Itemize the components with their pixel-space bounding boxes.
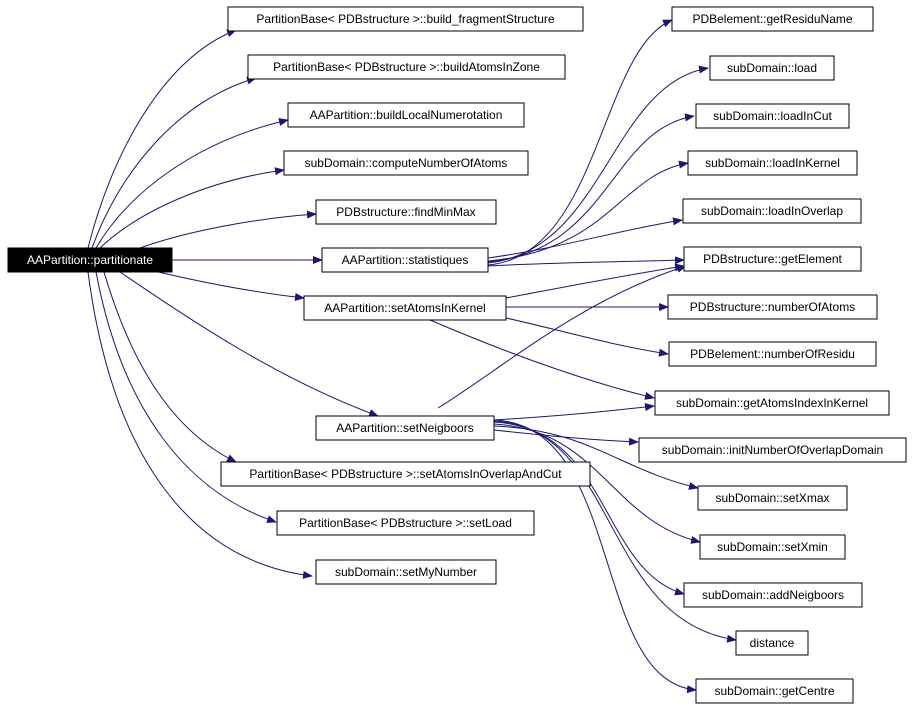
svg-text:AAPartition::statistiques: AAPartition::statistiques [342, 253, 469, 267]
svg-text:PartitionBase< PDBstructure >:: PartitionBase< PDBstructure >::setAtomsI… [249, 467, 562, 481]
svg-text:subDomain::loadInCut: subDomain::loadInCut [713, 109, 832, 123]
svg-text:subDomain::addNeigboors: subDomain::addNeigboors [702, 588, 844, 602]
node-load-in-overlap[interactable]: subDomain::loadInOverlap [682, 198, 862, 224]
edge-root-build-atoms-in-zone [91, 76, 257, 249]
node-find-min-max[interactable]: PDBstructure::findMinMax [315, 199, 497, 225]
svg-text:PDBstructure::getElement: PDBstructure::getElement [703, 252, 842, 266]
svg-text:distance: distance [750, 636, 795, 650]
svg-text:subDomain::setXmin: subDomain::setXmin [717, 540, 828, 554]
edges [87, 19, 737, 694]
node-root[interactable]: AAPartition::partitionate [7, 247, 173, 273]
svg-text:subDomain::loadInOverlap: subDomain::loadInOverlap [701, 204, 843, 218]
svg-text:subDomain::getAtomsIndexInKern: subDomain::getAtomsIndexInKernel [676, 396, 868, 410]
svg-text:AAPartition::partitionate: AAPartition::partitionate [27, 253, 153, 267]
edge-root-find-min-max [139, 210, 317, 249]
svg-text:AAPartition::setAtomsInKernel: AAPartition::setAtomsInKernel [324, 301, 485, 315]
edge-neigboors-distance [493, 420, 737, 643]
edge-root-build-local-num [95, 118, 289, 249]
edge-root-set-load [95, 271, 277, 523]
node-set-neigboors[interactable]: AAPartition::setNeigboors [315, 415, 495, 441]
svg-text:PartitionBase< PDBstructure >:: PartitionBase< PDBstructure >::build_fra… [256, 12, 554, 26]
node-build-local-num[interactable]: AAPartition::buildLocalNumerotation [287, 102, 525, 128]
edge-statistiques-load-in-overlap [487, 217, 683, 259]
node-set-atoms-in-kernel[interactable]: AAPartition::setAtomsInKernel [303, 295, 507, 321]
node-number-of-atoms[interactable]: PDBstructure::numberOfAtoms [667, 294, 878, 320]
edge-neigboors-init-number-overlap [493, 429, 639, 446]
node-load-in-cut[interactable]: subDomain::loadInCut [695, 103, 850, 129]
svg-text:subDomain::setMyNumber: subDomain::setMyNumber [335, 565, 477, 579]
node-load[interactable]: subDomain::load [709, 55, 835, 81]
node-set-xmin[interactable]: subDomain::setXmin [699, 534, 846, 560]
edge-statistiques-get-element [487, 256, 685, 267]
svg-text:subDomain::getCentre: subDomain::getCentre [714, 684, 834, 698]
edge-kernel-number-of-residu [505, 317, 669, 357]
node-set-my-number[interactable]: subDomain::setMyNumber [315, 559, 497, 585]
node-get-atoms-index-in-kernel[interactable]: subDomain::getAtomsIndexInKernel [654, 390, 890, 416]
edge-neigboors-get-centre [493, 419, 697, 694]
svg-text:subDomain::computeNumberOfAtom: subDomain::computeNumberOfAtoms [305, 156, 508, 170]
svg-text:subDomain::load: subDomain::load [727, 61, 817, 75]
edge-root-compute-num-atoms [99, 167, 285, 249]
svg-text:AAPartition::setNeigboors: AAPartition::setNeigboors [336, 421, 473, 435]
edge-root-set-my-number [87, 271, 313, 579]
node-distance[interactable]: distance [735, 630, 809, 656]
edge-statistiques-load-in-cut [487, 113, 695, 263]
edge-root-set-atoms-overlap-cut [103, 271, 237, 463]
node-set-atoms-overlap-cut[interactable]: PartitionBase< PDBstructure >::setAtomsI… [220, 461, 591, 487]
svg-text:PDBelement::numberOfResidu: PDBelement::numberOfResidu [690, 347, 855, 361]
edge-statistiques-load-in-kernel [487, 160, 689, 262]
node-get-element[interactable]: PDBstructure::getElement [683, 246, 862, 272]
node-build-atoms-in-zone[interactable]: PartitionBase< PDBstructure >::buildAtom… [247, 54, 566, 80]
nodes: AAPartition::partitionate PartitionBase<… [7, 6, 907, 704]
edge-neigboors-get-atoms-index [493, 403, 655, 421]
node-number-of-residu[interactable]: PDBelement::numberOfResidu [668, 341, 877, 367]
svg-text:PartitionBase< PDBstructure >:: PartitionBase< PDBstructure >::setLoad [299, 516, 512, 530]
node-get-residu-name[interactable]: PDBelement::getResiduName [671, 6, 874, 32]
svg-text:PDBstructure::numberOfAtoms: PDBstructure::numberOfAtoms [690, 300, 855, 314]
svg-text:PDBelement::getResiduName: PDBelement::getResiduName [692, 12, 852, 26]
edge-neigboors-get-element [437, 264, 687, 409]
svg-text:PDBstructure::findMinMax: PDBstructure::findMinMax [336, 205, 475, 219]
node-compute-num-atoms[interactable]: subDomain::computeNumberOfAtoms [283, 150, 529, 176]
node-get-centre[interactable]: subDomain::getCentre [695, 678, 854, 704]
node-build-fragment[interactable]: PartitionBase< PDBstructure >::build_fra… [227, 6, 584, 32]
node-init-number-overlap[interactable]: subDomain::initNumberOfOverlapDomain [638, 437, 907, 463]
svg-text:PartitionBase< PDBstructure >:: PartitionBase< PDBstructure >::buildAtom… [273, 60, 540, 74]
svg-text:subDomain::loadInKernel: subDomain::loadInKernel [705, 156, 840, 170]
edge-kernel-get-element [505, 263, 685, 299]
edge-neigboors-set-xmin [493, 423, 701, 544]
node-add-neigboors[interactable]: subDomain::addNeigboors [683, 582, 863, 608]
svg-text:subDomain::initNumberOfOverlap: subDomain::initNumberOfOverlapDomain [662, 443, 883, 457]
edge-root-build-fragment [87, 29, 237, 249]
edge-root-set-neigboors [119, 271, 379, 417]
node-load-in-kernel[interactable]: subDomain::loadInKernel [687, 150, 858, 176]
edge-statistiques-load [487, 65, 709, 264]
edge-kernel-get-atoms-index [429, 319, 655, 400]
node-set-xmax[interactable]: subDomain::setXmax [697, 485, 848, 511]
node-statistiques[interactable]: AAPartition::statistiques [321, 247, 489, 273]
node-set-load[interactable]: PartitionBase< PDBstructure >::setLoad [276, 510, 535, 536]
edge-root-set-atoms-in-kernel [149, 269, 305, 301]
svg-text:AAPartition::buildLocalNumerot: AAPartition::buildLocalNumerotation [310, 108, 503, 122]
svg-text:subDomain::setXmax: subDomain::setXmax [715, 491, 829, 505]
